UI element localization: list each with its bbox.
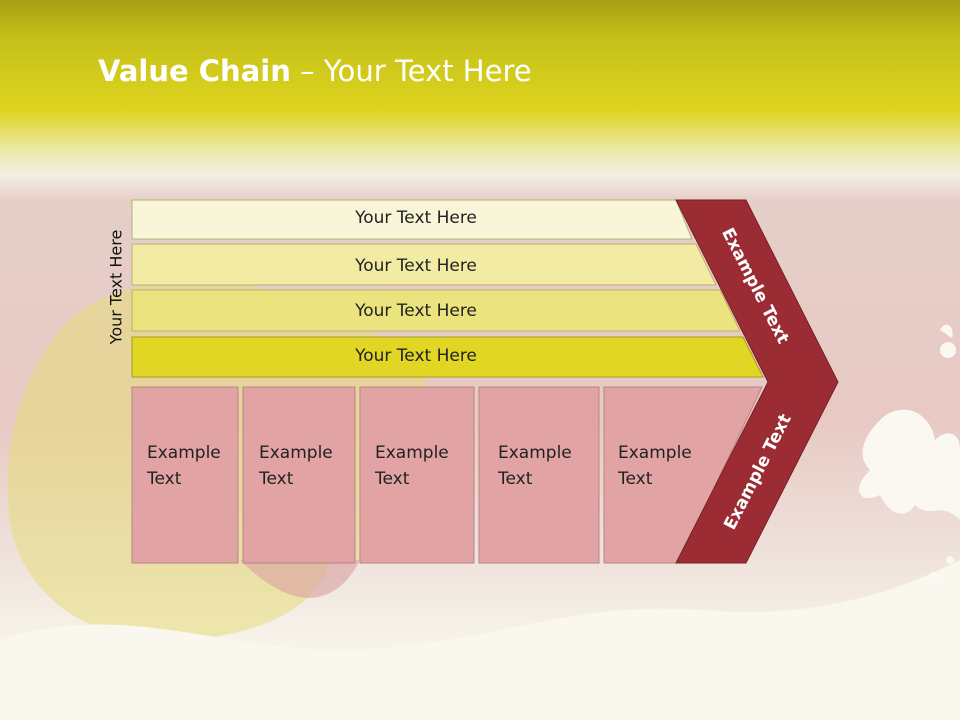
milk-wave	[0, 560, 960, 720]
cell-1	[131, 386, 239, 564]
row-bar-4	[131, 336, 764, 378]
row-bar-1	[131, 199, 693, 240]
cell-label-2-line2: Text	[259, 469, 294, 489]
cell-label-5-line2: Text	[618, 469, 653, 489]
cell-3	[359, 386, 475, 564]
cell-2	[242, 386, 356, 564]
cell-label-1-line1: Example	[147, 443, 221, 463]
cell-label-3-line2: Text	[375, 469, 410, 489]
row-bar-2	[131, 243, 717, 286]
row-label-2: Your Text Here	[355, 256, 477, 276]
row-label-3: Your Text Here	[355, 301, 477, 321]
row-label-4: Your Text Here	[355, 346, 477, 366]
reflection	[0, 563, 960, 720]
fruit-shadow	[240, 560, 360, 598]
cell-label-4-line1: Example	[498, 443, 572, 463]
milk-splash	[859, 324, 960, 584]
cell-label-1-line2: Text	[147, 469, 182, 489]
cell-label-4-line2: Text	[498, 469, 533, 489]
cell-4	[478, 386, 600, 564]
row-bar-3	[131, 289, 741, 332]
title-bold: Value Chain	[98, 54, 291, 88]
title-rest: – Your Text Here	[290, 54, 532, 88]
cell-label-3-line1: Example	[375, 443, 449, 463]
cell-label-5-line1: Example	[618, 443, 692, 463]
side-label: Your Text Here	[106, 229, 126, 345]
row-label-1: Your Text Here	[355, 208, 477, 228]
chevron	[675, 199, 839, 564]
slide-title: Value Chain – Your Text Here	[98, 54, 532, 88]
cell-label-2-line1: Example	[259, 443, 333, 463]
